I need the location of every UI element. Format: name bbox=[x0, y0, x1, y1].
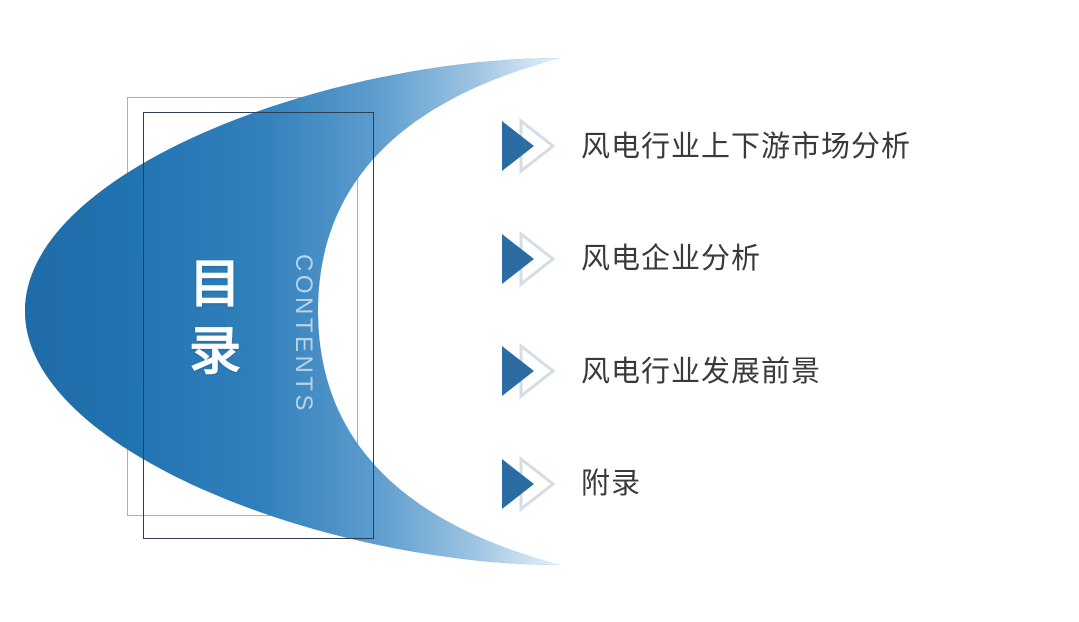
toc-item-4[interactable]: 附录 bbox=[497, 455, 1057, 513]
double-arrow-right-icon bbox=[497, 455, 557, 513]
double-arrow-right-icon bbox=[497, 230, 557, 288]
double-arrow-right-icon bbox=[497, 342, 557, 400]
toc-item-label: 风电行业上下游市场分析 bbox=[581, 128, 912, 163]
page-title-cn: 目 录 bbox=[188, 255, 241, 382]
double-arrow-right-icon bbox=[497, 117, 557, 175]
toc-list: 风电行业上下游市场分析 风电企业分析 风电行业发展前景 bbox=[497, 117, 1057, 513]
toc-item-1[interactable]: 风电行业上下游市场分析 bbox=[497, 117, 1057, 175]
toc-item-label: 附录 bbox=[581, 466, 642, 500]
toc-item-label: 风电行业发展前景 bbox=[581, 353, 822, 388]
toc-item-label: 风电企业分析 bbox=[581, 241, 762, 275]
page-subtitle-en: CONTENTS bbox=[290, 254, 317, 414]
toc-item-2[interactable]: 风电企业分析 bbox=[497, 230, 1057, 288]
toc-item-3[interactable]: 风电行业发展前景 bbox=[497, 342, 1057, 400]
